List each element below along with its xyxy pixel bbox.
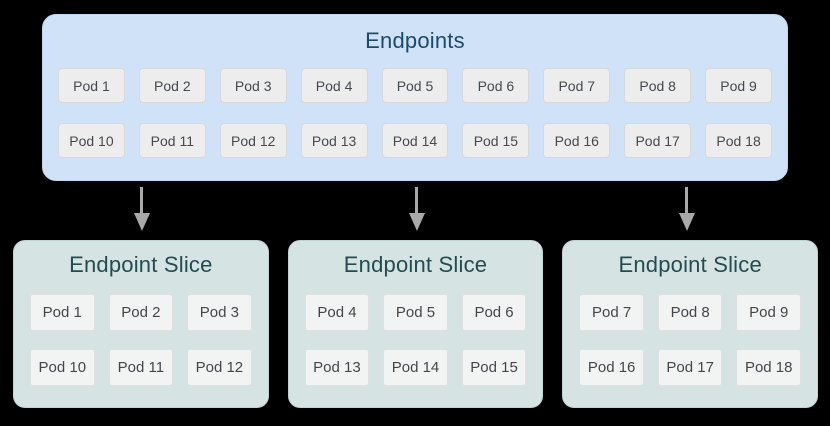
pod-box: Pod 18 [705, 123, 772, 158]
endpoints-pods-grid: Pod 1 Pod 2 Pod 3 Pod 4 Pod 5 Pod 6 Pod … [58, 68, 772, 158]
pod-box: Pod 17 [624, 123, 692, 158]
pod-box: Pod 8 [624, 68, 692, 103]
endpoints-box: Endpoints Pod 1 Pod 2 Pod 3 Pod 4 Pod 5 … [42, 14, 788, 181]
pod-box: Pod 13 [300, 123, 368, 158]
pod-box: Pod 15 [461, 349, 527, 386]
endpoint-slice-box: Endpoint Slice Pod 1 Pod 2 Pod 3 Pod 10 … [13, 240, 269, 408]
pod-box: Pod 14 [381, 123, 449, 158]
arrow-head [133, 213, 150, 231]
pod-box: Pod 16 [543, 123, 611, 158]
pod-box: Pod 5 [381, 68, 449, 103]
slice-pods-grid: Pod 7 Pod 8 Pod 9 Pod 16 Pod 17 Pod 18 [579, 294, 801, 386]
pod-box: Pod 9 [705, 68, 772, 103]
pod-box: Pod 1 [58, 68, 125, 103]
slice-pods-grid: Pod 1 Pod 2 Pod 3 Pod 10 Pod 11 Pod 12 [30, 294, 252, 386]
pod-box: Pod 12 [219, 123, 287, 158]
endpoint-slice-box: Endpoint Slice Pod 4 Pod 5 Pod 6 Pod 13 … [287, 240, 544, 408]
endpoint-slice-title: Endpoint Slice [69, 252, 213, 277]
pod-box: Pod 6 [461, 294, 527, 331]
pod-box: Pod 3 [219, 68, 287, 103]
pod-box: Pod 5 [383, 294, 448, 331]
pod-box: Pod 2 [138, 68, 206, 103]
pod-box: Pod 13 [304, 349, 370, 386]
arrow-shaft [415, 187, 418, 213]
pod-box: Pod 7 [543, 68, 611, 103]
arrow-down-icon [133, 187, 150, 232]
endpoint-slice-title: Endpoint Slice [618, 252, 762, 277]
pod-box: Pod 1 [30, 294, 95, 331]
pod-box: Pod 15 [462, 123, 530, 158]
arrow-head [408, 213, 425, 231]
slice-pods-grid: Pod 4 Pod 5 Pod 6 Pod 13 Pod 14 Pod 15 [304, 294, 527, 386]
pod-box: Pod 10 [30, 349, 95, 386]
arrow-down-icon [678, 187, 695, 232]
pod-box: Pod 2 [108, 294, 174, 331]
pod-box: Pod 11 [138, 123, 206, 158]
slices-row: Endpoint Slice Pod 1 Pod 2 Pod 3 Pod 10 … [13, 240, 819, 408]
pod-box: Pod 4 [300, 68, 368, 103]
arrow-shaft [685, 187, 688, 213]
pod-box: Pod 3 [187, 294, 252, 331]
pod-box: Pod 12 [187, 349, 252, 386]
pod-box: Pod 11 [108, 349, 174, 386]
pod-box: Pod 10 [58, 123, 125, 158]
endpoints-title: Endpoints [365, 28, 465, 53]
pod-box: Pod 7 [579, 294, 644, 331]
pod-box: Pod 4 [304, 294, 370, 331]
pod-box: Pod 16 [579, 349, 644, 386]
pod-box: Pod 17 [657, 349, 723, 386]
arrow-down-icon [408, 187, 425, 232]
pod-box: Pod 14 [383, 349, 448, 386]
arrow-shaft [140, 187, 143, 213]
endpoint-slice-title: Endpoint Slice [343, 252, 488, 277]
pod-box: Pod 6 [462, 68, 530, 103]
pod-box: Pod 9 [736, 294, 801, 331]
endpoint-slice-box: Endpoint Slice Pod 7 Pod 8 Pod 9 Pod 16 … [562, 240, 819, 408]
pod-box: Pod 8 [657, 294, 723, 331]
pod-box: Pod 18 [736, 349, 801, 386]
arrow-head [678, 213, 695, 231]
